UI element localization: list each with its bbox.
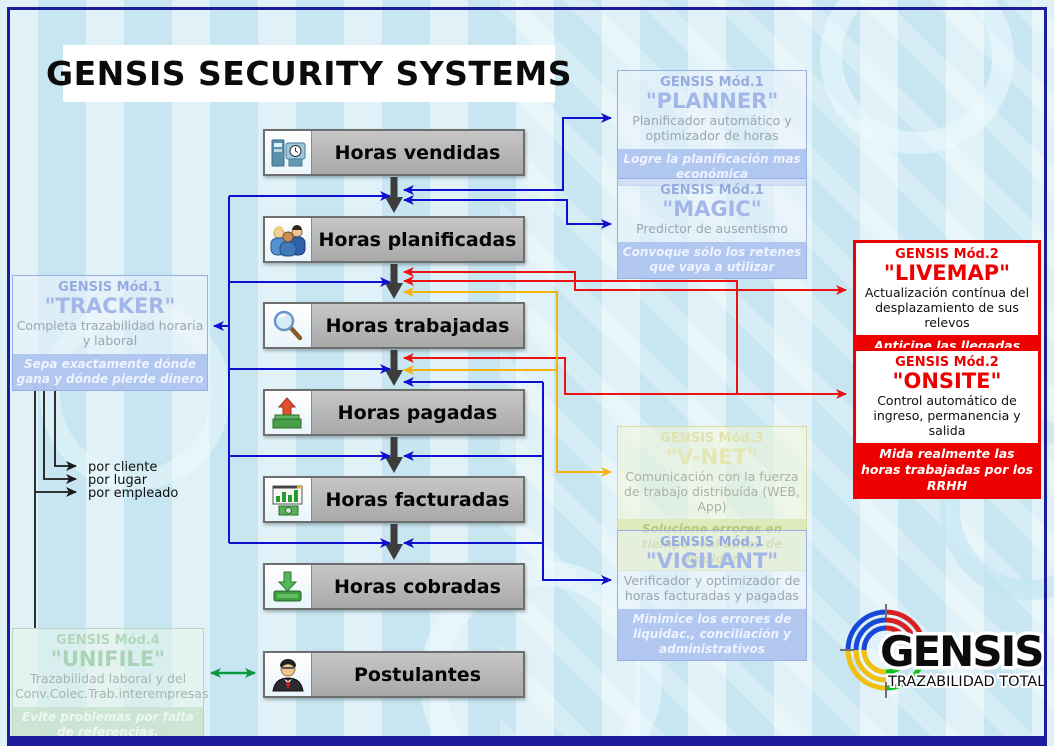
module-desc: Verificador y optimizador de horas factu… [623,573,801,603]
time-clock-icon [265,131,312,174]
module-desc: Predictor de ausentismo [636,221,788,237]
money-in-icon [265,565,312,608]
module-planner: GENSIS Mód.1 "PLANNER" Planificador auto… [617,70,807,186]
module-desc: Actualización contínua del desplazamient… [864,285,1030,330]
flow-label: Postulantes [353,663,482,686]
module-tag: GENSIS Mód.2 [895,247,999,262]
module-tag: GENSIS Mód.1 [660,183,764,198]
module-name: "UNIFILE" [50,647,166,671]
module-name: "V-NET" [666,445,758,469]
flow-label: Horas planificadas [318,228,517,251]
flow-label: Horas trabajadas [325,314,510,337]
label-por-lugar: por lugar [88,473,148,488]
module-magic: GENSIS Mód.1 "MAGIC" Predictor de ausent… [617,178,807,279]
magnifier-icon [265,304,312,347]
module-tagline: Mida realmente las horas trabajadas por … [856,443,1038,497]
module-tag: GENSIS Mód.1 [660,535,764,550]
page-title: GENSIS SECURITY SYSTEMS [45,54,573,93]
flow-box-horas-vendidas: Horas vendidas [263,129,525,176]
module-tracker: GENSIS Mód.1 "TRACKER" Completa trazabil… [12,275,208,391]
module-name: "PLANNER" [645,89,779,113]
module-name: "ONSITE" [892,369,1002,393]
module-tag: GENSIS Mód.1 [660,75,764,90]
flow-box-postulantes: Postulantes [263,651,525,698]
flow-box-horas-facturadas: Horas facturadas [263,476,525,523]
module-desc: Trazabilidad laboral y del Conv.Colec.Tr… [15,671,209,701]
flow-label: Horas cobradas [334,575,501,598]
module-unifile: GENSIS Mód.4 "UNIFILE" Trazabilidad labo… [12,628,209,744]
flow-label: Horas facturadas [325,488,510,511]
module-tag: GENSIS Mód.2 [895,355,999,370]
team-icon [265,218,312,261]
money-out-icon [265,391,312,434]
flow-box-horas-trabajadas: Horas trabajadas [263,302,525,349]
module-name: "TRACKER" [44,294,176,318]
to-planner [403,113,612,195]
gensis-logo: GENSIS TRAZABILIDAD TOTAL [840,604,1048,698]
chart-money-icon [265,478,312,521]
applicant-icon [265,653,312,696]
module-name: "VIGILANT" [645,549,779,573]
module-tagline: Minimice los errores de liquidac., conci… [618,608,806,660]
label-por-empleado: por empleado [88,486,179,501]
logo-wordmark: GENSIS [880,627,1042,676]
to-magic [403,195,612,229]
module-tag: GENSIS Mód.3 [660,431,764,446]
flow-box-horas-cobradas: Horas cobradas [263,563,525,610]
module-tag: GENSIS Mód.4 [56,633,160,648]
module-vigilant: GENSIS Mód.1 "VIGILANT" Verificador y op… [617,530,807,661]
module-tagline: Convoque sólo los retenes que vaya a uti… [618,241,806,278]
page-title-box: GENSIS SECURITY SYSTEMS [46,45,572,102]
flow-label: Horas pagadas [337,401,498,424]
label-por-cliente: por cliente [88,460,158,475]
module-desc: Control automático de ingreso, permanenc… [873,393,1021,438]
bottom-bar [7,736,1047,746]
module-tag: GENSIS Mód.1 [58,280,162,295]
module-desc: Comunicación con la fuerza de trabajo di… [623,469,800,514]
to-vnet [403,287,612,477]
module-desc: Completa trazabilidad horaria y laboral [16,318,204,348]
module-tagline: Sepa exactamente dónde gana y dónde pier… [13,353,207,390]
black-connectors [34,379,77,628]
to-vigilant [542,382,612,585]
yellow-connectors [403,287,612,477]
module-desc: Planificador automático y optimizador de… [632,113,792,143]
logo-slogan: TRAZABILIDAD TOTAL [887,674,1045,690]
module-name: "MAGIC" [662,197,762,221]
flow-box-horas-pagadas: Horas pagadas [263,389,525,436]
flow-label: Horas vendidas [334,141,501,164]
flow-box-horas-planificadas: Horas planificadas [263,216,525,263]
module-onsite: GENSIS Mód.2 "ONSITE" Control automático… [853,348,1041,500]
module-name: "LIVEMAP" [883,261,1011,285]
